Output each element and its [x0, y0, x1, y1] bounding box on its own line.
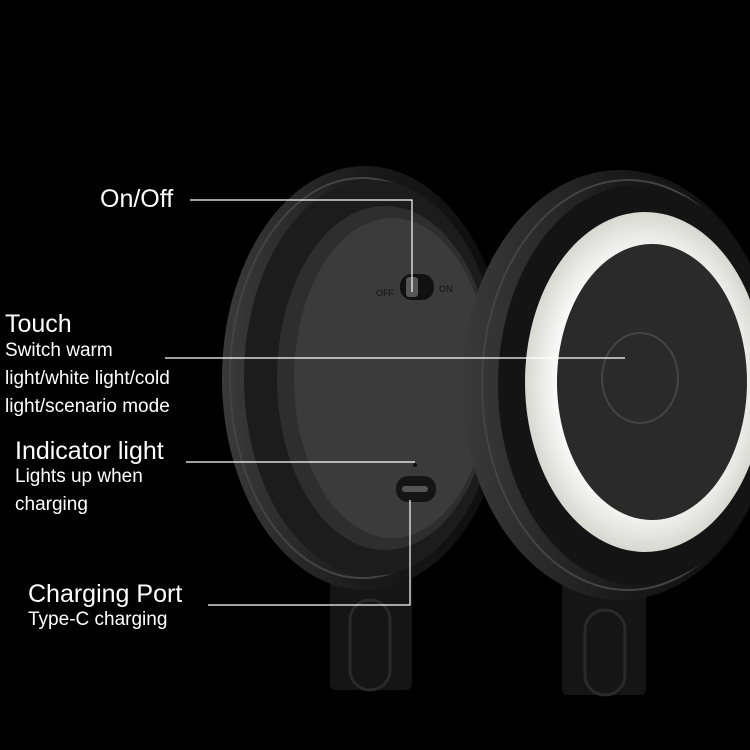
charging-title: Charging Port [28, 580, 183, 608]
switch-on-label: ON [439, 284, 453, 294]
indicator-title: Indicator light [15, 437, 164, 465]
front-device [462, 170, 750, 600]
charging-desc-1: Type-C charging [28, 609, 168, 630]
touch-desc-3: light/scenario mode [5, 396, 170, 417]
touch-desc-1: Switch warm [5, 340, 113, 361]
indicator-light [413, 463, 417, 467]
indicator-desc-2: charging [15, 494, 88, 515]
touch-desc-2: light/white light/cold [5, 368, 170, 389]
indicator-desc-1: Lights up when [15, 466, 143, 487]
switch-off-label: OFF [376, 288, 394, 298]
touch-button [601, 332, 679, 424]
callout-lines [165, 199, 625, 606]
touch-title: Touch [5, 310, 72, 338]
back-device: OFF ON [222, 166, 508, 590]
onoff-title: On/Off [100, 185, 174, 213]
